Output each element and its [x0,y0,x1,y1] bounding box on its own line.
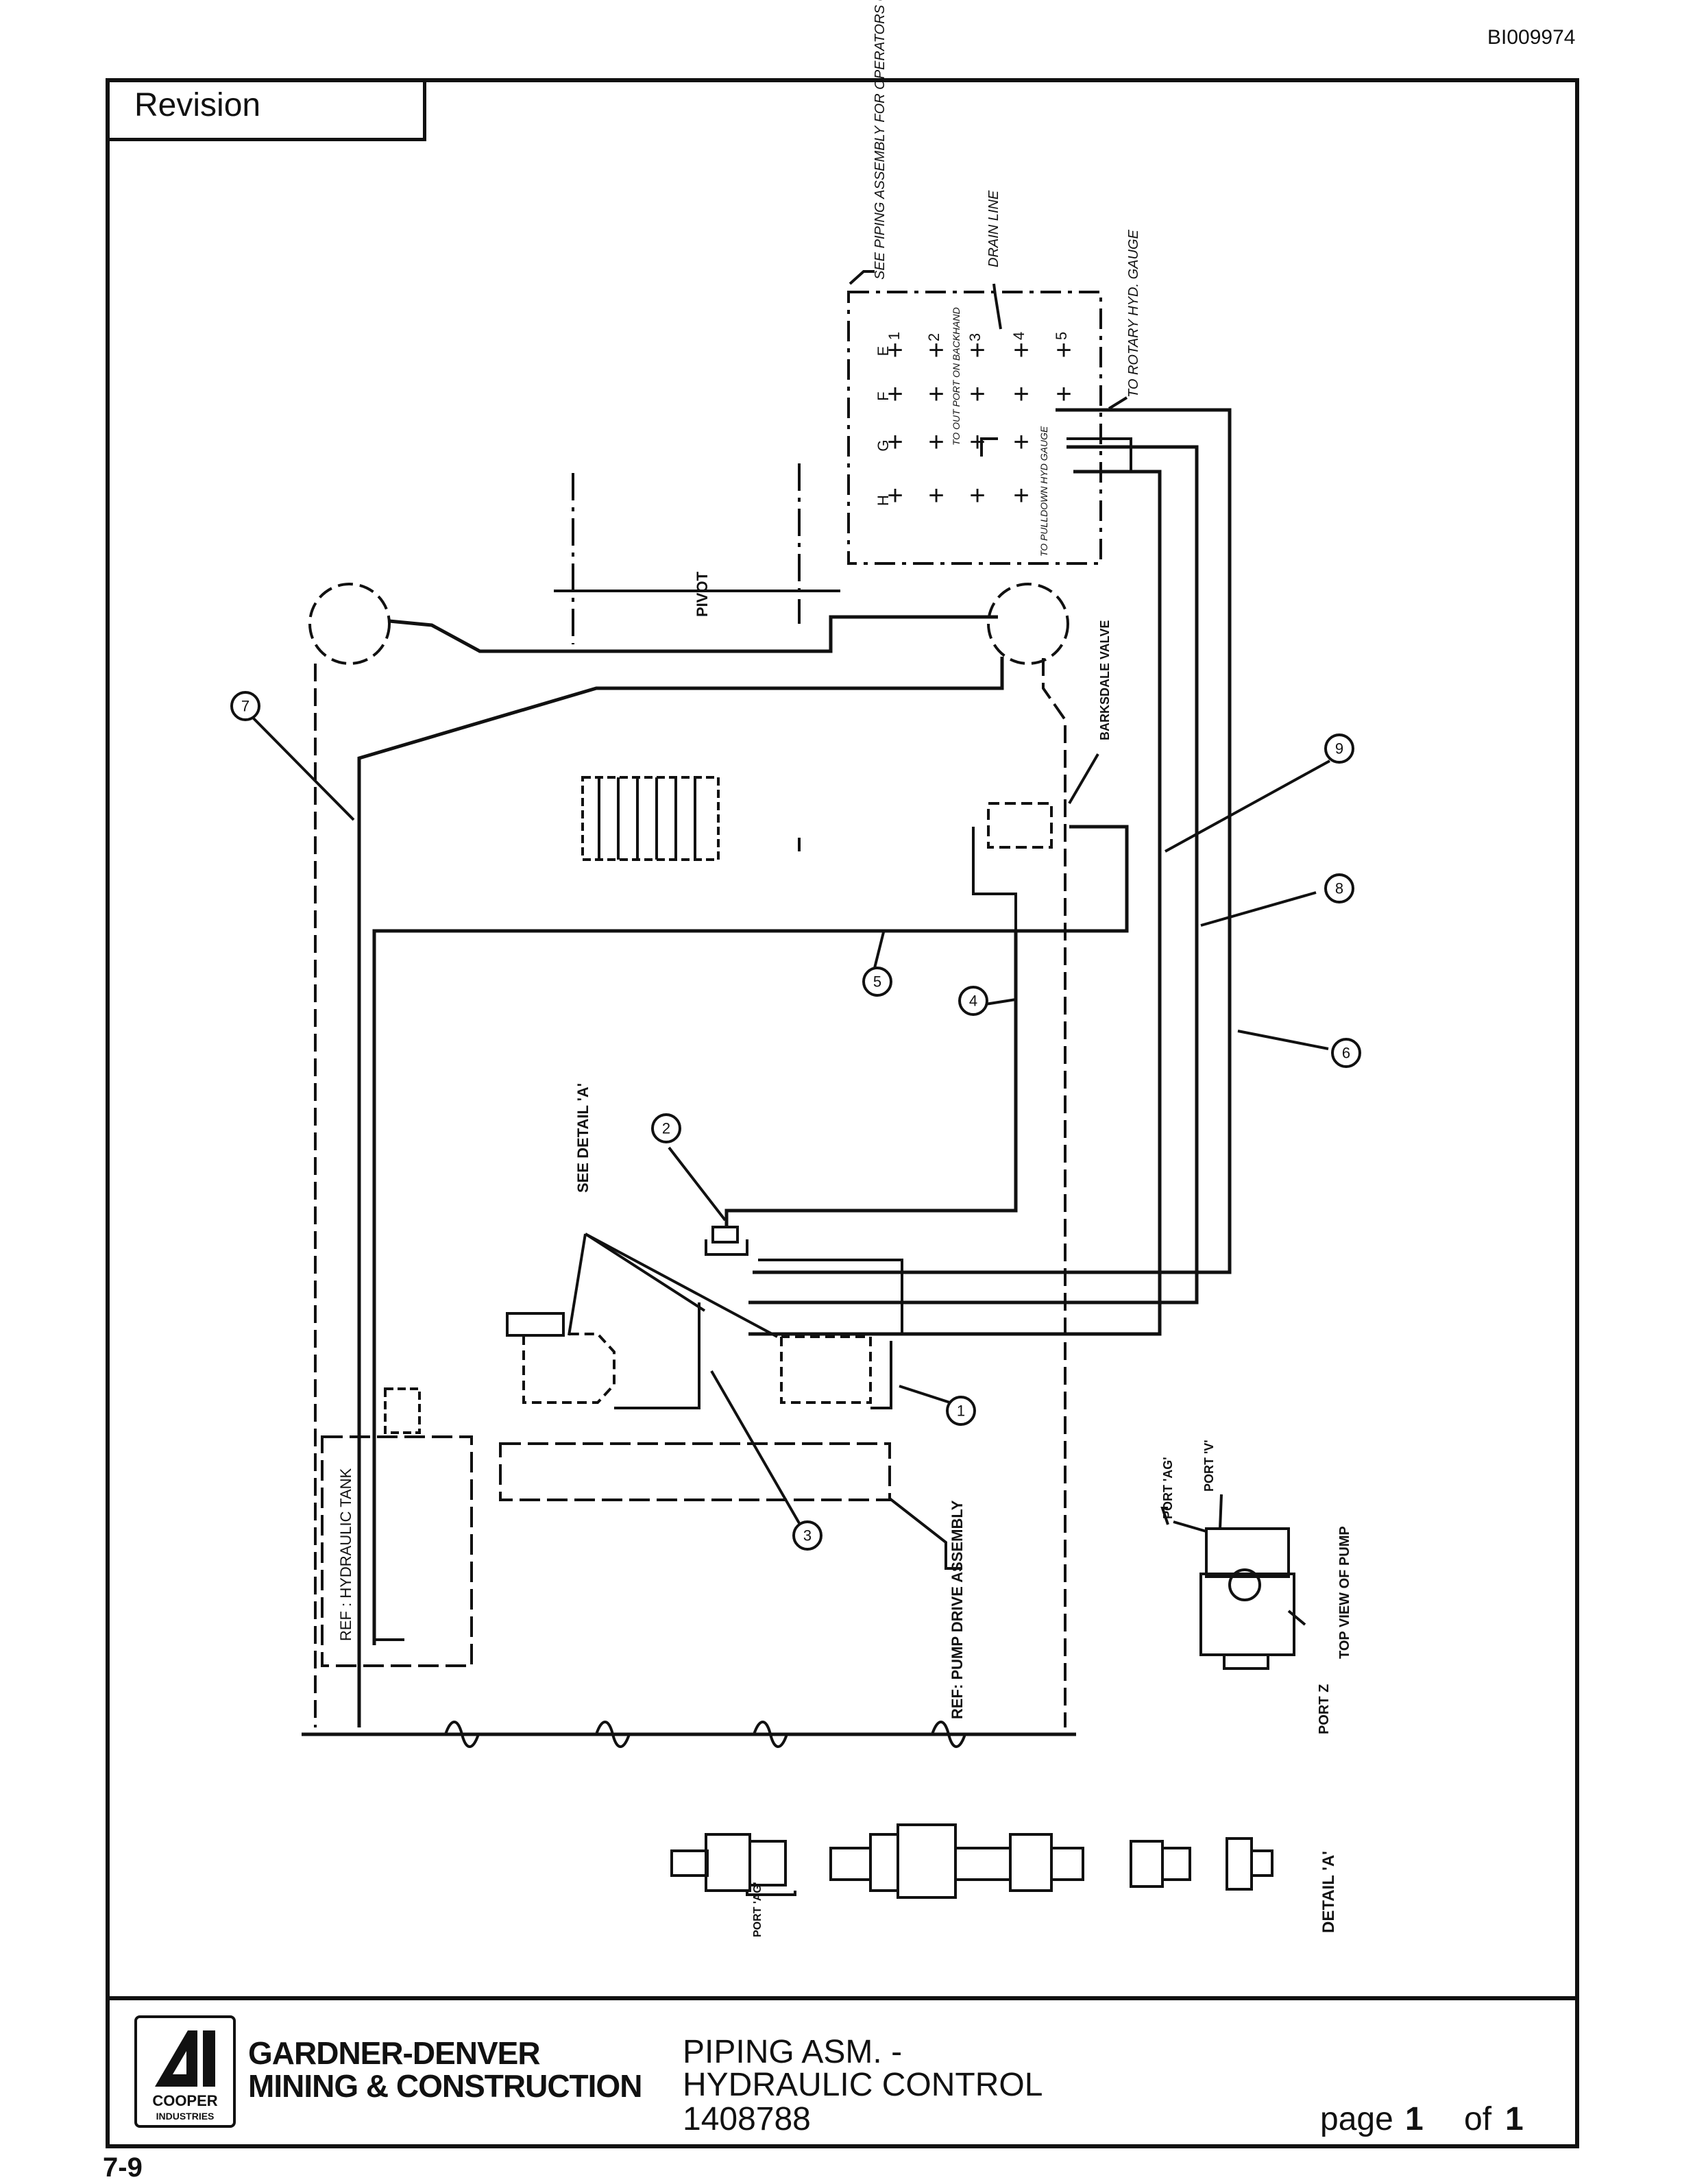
revision-box [106,78,426,141]
port-label: H [875,495,892,506]
callout-1-circle [946,1396,976,1426]
label-barksdale-valve: BARKSDALE VALVE [1098,620,1112,740]
footer-code: 7-9 [103,2152,143,2183]
port-label: 4 [1010,332,1027,340]
label-to-outport: TO OUT PORT ON BACKHAND [951,307,962,446]
svg-text:+: + [1013,481,1029,511]
svg-text:+: + [928,335,944,365]
label-drain-line: DRAIN LINE [986,190,1001,267]
svg-text:+: + [887,379,903,409]
label-top-view: TOP VIEW OF PUMP [1337,1526,1352,1659]
label-pump-drive: REF: PUMP DRIVE ASSEMBLY [949,1500,966,1719]
svg-text:+: + [969,335,985,365]
callout-2-circle [651,1113,681,1143]
callout-4: 4 [969,993,977,1010]
callout-8: 8 [1335,880,1343,897]
svg-text:+: + [887,481,903,511]
callout-8-circle [1324,873,1354,903]
svg-text:+: + [969,481,985,511]
callout-9-circle [1324,733,1354,764]
page-label: page [1320,2101,1393,2137]
svg-text:+: + [928,481,944,511]
page-of-label: of [1464,2101,1492,2137]
label-see-detail: SEE DETAIL 'A' [574,1083,592,1193]
callout-9: 9 [1335,740,1343,757]
svg-text:+: + [969,427,985,457]
svg-text:+: + [1013,427,1029,457]
callout-1: 1 [957,1403,965,1420]
manifold-box [847,291,1102,565]
company-name-line2: MINING & CONSTRUCTION [248,2068,642,2104]
svg-text:+: + [1013,379,1029,409]
svg-text:+: + [928,379,944,409]
port-label: E [875,346,892,356]
page-total: 1 [1505,2101,1524,2137]
drawing-title-line2: HYDRAULIC CONTROL [683,2067,1043,2103]
svg-text:+: + [887,427,903,457]
label-port-z: PORT Z [1317,1684,1332,1734]
title-block-divider [106,1996,1579,2000]
svg-text:+: + [1013,335,1029,365]
label-port-ag-detail: PORT 'AG' [752,1882,764,1938]
cooper-logo: COOPER INDUSTRIES [134,2015,236,2128]
port-label: 1 [886,332,903,340]
callout-5: 5 [873,973,881,991]
callout-7-circle [230,691,260,721]
port-label: 3 [966,333,984,341]
logo-text: COOPER [152,2092,217,2109]
callout-6: 6 [1342,1045,1350,1062]
drawing-frame [106,78,1579,2148]
callout-7: 7 [241,698,249,715]
label-detail-a: DETAIL 'A' [1319,1851,1338,1933]
logo-subtext: INDUSTRIES [156,2111,215,2122]
port-label: F [875,391,892,400]
label-port-ag: PORT 'AG' [1161,1457,1175,1519]
svg-text:+: + [887,335,903,365]
label-pivot: PIVOT [694,571,711,617]
callout-5-circle [862,967,892,997]
label-see-piping: SEE PIPING ASSEMBLY FOR OPERATORS CAB [873,0,888,280]
document-id: BI009974 [1487,26,1576,49]
revision-label: Revision [134,87,261,123]
port-label: G [875,439,892,451]
port-label: 5 [1053,332,1070,340]
right-sheave [987,583,1069,665]
callout-4-circle [958,986,988,1016]
page-number: 1 [1405,2101,1424,2137]
part-number: 1408788 [683,2101,811,2137]
label-to-rotary: TO ROTARY HYD. GAUGE [1126,229,1141,398]
label-to-pulldown: TO PULLDOWN HYD GAUGE [1038,426,1049,557]
company-name-line1: GARDNER-DENVER [248,2035,541,2071]
label-port-v: PORT 'V' [1202,1440,1216,1492]
svg-text:+: + [928,427,944,457]
callout-3-circle [792,1520,822,1551]
callout-6-circle [1331,1038,1361,1068]
label-hydraulic-tank: REF : HYDRAULIC TANK [337,1468,354,1641]
svg-text:+: + [969,379,985,409]
svg-text:+: + [1056,335,1071,365]
callout-2: 2 [662,1120,670,1137]
left-sheave [308,583,391,665]
drawing-title-line1: PIPING ASM. - [683,2034,903,2070]
svg-text:+: + [1056,379,1071,409]
callout-3: 3 [803,1527,812,1544]
port-label: 2 [925,333,942,341]
